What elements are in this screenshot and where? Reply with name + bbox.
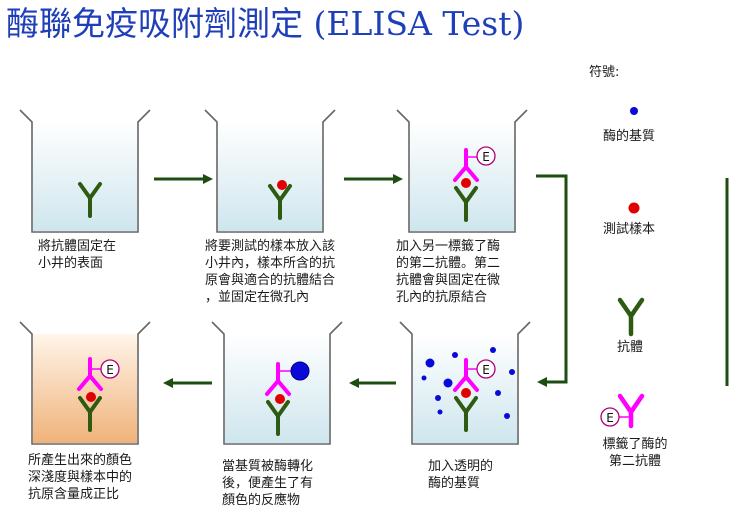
well-step-6 bbox=[19, 321, 151, 445]
sample-dot-icon bbox=[277, 180, 287, 190]
step-1-caption: 將抗體固定在 小井的表面 bbox=[38, 239, 117, 271]
well-step-3 bbox=[396, 109, 528, 233]
svg-text:E: E bbox=[106, 363, 114, 377]
legend-label-antibody: 抗體 bbox=[617, 340, 644, 355]
antibody-icon bbox=[454, 186, 478, 222]
sample-dot-icon bbox=[628, 202, 640, 214]
labeled-antibody-icon: E bbox=[77, 357, 120, 391]
arrow-step-3-to-4 bbox=[536, 174, 568, 387]
page-title: 酶聯免疫吸附劑測定 (ELISA Test) bbox=[6, 4, 525, 43]
legend-heading: 符號: bbox=[589, 65, 620, 80]
step-2-caption: 將要測試的樣本放入該 小井內，樣本所含的抗 原會與適合的抗體結合 ，並固定在微孔… bbox=[205, 239, 336, 305]
step-3-caption: 加入另一標籤了酶 的第二抗體。第二 抗體會與固定在微 孔內的抗原結合 bbox=[396, 239, 501, 305]
svg-text:E: E bbox=[482, 363, 490, 377]
antibody-icon bbox=[454, 396, 478, 432]
labeled-antibody-icon: E bbox=[453, 358, 496, 392]
antibody-y-icon bbox=[617, 297, 645, 337]
labeled-antibody-icon: E bbox=[600, 393, 645, 429]
step-4-caption: 加入透明的 酶的基質 bbox=[428, 459, 494, 491]
step-5-caption: 當基質被酶轉化 後，便產生了有 顏色的反應物 bbox=[222, 459, 314, 508]
antibody-icon bbox=[266, 400, 290, 436]
sample-dot-icon bbox=[461, 178, 471, 188]
legend-label-substrate: 酶的基質 bbox=[603, 129, 656, 144]
antibody-icon bbox=[78, 396, 102, 432]
antibody-icon bbox=[268, 184, 292, 220]
substrate-dots bbox=[421, 347, 515, 419]
well-step-2 bbox=[204, 109, 336, 233]
well-step-1 bbox=[19, 109, 151, 233]
sample-dot-icon bbox=[86, 392, 96, 402]
sample-dot-icon bbox=[275, 394, 285, 404]
labeled-antibody-icon: E bbox=[453, 146, 496, 182]
antibody-icon bbox=[78, 182, 102, 218]
legend-label-sample: 測試樣本 bbox=[603, 222, 656, 237]
svg-text:E: E bbox=[606, 411, 614, 425]
step-6-caption: 所產生出來的顏色 深淺度與樣本中的 抗原含量成正比 bbox=[28, 453, 133, 502]
svg-text:E: E bbox=[482, 150, 490, 164]
legend-label-labeled-antibody: 標籤了酶的 第二抗體 bbox=[602, 437, 668, 469]
sample-dot-icon bbox=[461, 388, 471, 398]
substrate-dot-icon bbox=[630, 107, 638, 115]
enzyme-substrate-complex-icon bbox=[265, 361, 310, 396]
